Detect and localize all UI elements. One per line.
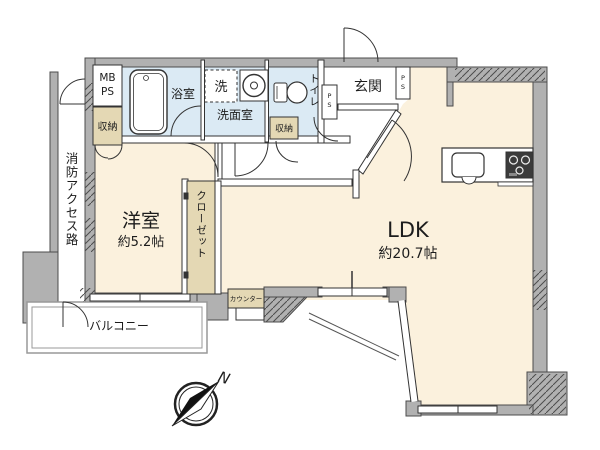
kitchen-sink [451,152,485,178]
hatch-top-right [455,68,545,81]
fire-access-corridor-floor [57,74,86,304]
hatch-right-wall [533,270,547,310]
balcony-outline-outer [26,301,208,354]
door-washroom [234,142,269,177]
closet-hinge-mark-bottom [183,271,189,279]
label-laundry: 洗 [214,80,227,95]
label-bath: 浴室 [171,86,195,101]
closet-hinge-mark-top [183,192,189,200]
stove-burner-3 [515,166,524,175]
stove-burner-2 [520,155,531,165]
label-washroom: 洗面室 [217,107,253,122]
label-western-area: 約5.2帖 [118,235,165,250]
wall-entrance-stub [352,169,360,199]
stove-burner-1 [508,155,519,165]
laundry-space-box [204,69,238,103]
storage-right-box [269,116,299,140]
label-western-room: 洋室 [122,210,160,232]
label-ps-right: PS [399,74,407,92]
label-entrance: 玄関 [354,78,382,95]
compass: N [171,368,232,427]
label-mb: MB [99,72,115,84]
wall-ldk-window-left [263,286,323,298]
label-counter: カウンター [230,294,263,303]
door-storage-left [94,144,123,160]
wall-hall-bottom [217,178,353,187]
door-bathroom [170,105,202,137]
window-ldk-diagonal-fill [398,300,418,402]
wall-entrance-diagonal [357,109,402,175]
label-fire-access: 消防アクセス路 [64,152,79,247]
window-ldk-diagonal-line2 [404,299,419,402]
ps-right-box [395,66,411,100]
door-western-room [183,142,219,178]
ps-left-box [321,84,338,120]
bathtub-faucet [143,75,149,81]
balcony-outline-inner [31,306,203,349]
terrace-edge-line-2 [308,318,397,361]
door-corridor-top [59,78,86,105]
stove-grill [509,173,517,176]
door-entrance-main [343,27,379,63]
wall-bath-washroom [200,59,205,141]
bathtub-icon-inner [133,73,164,131]
counter-step [497,181,534,187]
label-balcony: バルコニー [89,319,149,333]
door-toilet [313,116,339,142]
wall-top [84,57,458,68]
compass-ring-inner [178,386,214,422]
wall-entrance-bottom [337,103,399,111]
terrace-edge-line-1 [308,312,400,357]
label-ldk: LDK [387,218,430,242]
label-toilet: トイレ [308,73,320,108]
storage-left-box [92,106,123,146]
wall-right [532,81,548,375]
closet-box [186,180,216,295]
hatch-left-wall-1 [85,83,95,111]
toilet-bowl [286,81,308,104]
label-storage-left: 収納 [98,120,118,133]
label-ps-left: PS [326,92,334,110]
door-balcony-corridor [62,301,89,328]
hallway-floor [222,107,398,186]
wall-stub-kitchen [446,81,454,107]
wall-bathblock-bottom [121,135,351,144]
hatch-counter-side [264,297,307,322]
wall-post-diagonal-top [388,286,407,303]
door-storage-right [275,140,299,163]
label-ps: PS [101,86,114,98]
window-ldk-diagonal-line1 [397,300,412,403]
mb-ps-box [92,64,123,107]
hatch-left-wall-3 [85,218,95,252]
door-entrance-ldk [366,119,412,182]
counter-under-box [235,307,265,321]
toilet-tank [273,82,288,103]
label-storage-right: 収納 [275,123,293,135]
compass-north-label: N [216,368,232,389]
compass-needle-light [171,380,220,427]
bathtub-icon [129,69,168,135]
hatch-bottom-right [529,374,566,414]
kitchen-sink-notch [461,176,477,185]
label-closet: クローゼット [195,190,207,259]
label-ldk-area: 約20.7帖 [378,246,437,262]
wall-corridor-outer [49,71,59,254]
room-entrance-floor [338,67,398,107]
washing-machine-center [250,81,258,90]
hatch-left-wall-2 [85,172,95,206]
